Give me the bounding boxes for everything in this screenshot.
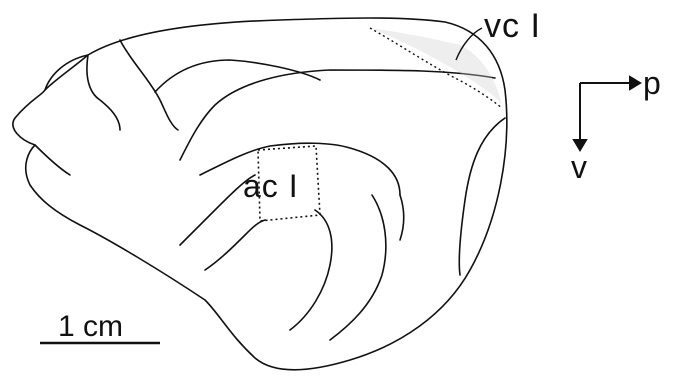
- vc1-label: vc I: [484, 7, 541, 45]
- posterior-label: p: [643, 65, 661, 101]
- temporal-sulcus-lower: [205, 220, 265, 270]
- posterior-arrowhead: [630, 77, 640, 89]
- intraparietal-sulcus: [180, 70, 495, 160]
- frontal-sulcus: [87, 55, 120, 130]
- inferior-sulcus: [330, 195, 386, 340]
- ac1-label: ac I: [243, 168, 299, 204]
- vc1-shading: [370, 28, 502, 105]
- orientation-indicator: [574, 77, 640, 150]
- lateral-sulcus-upper: [200, 143, 400, 195]
- ventral-label: v: [571, 149, 587, 185]
- orbital-sulcus: [35, 145, 70, 175]
- central-sulcus: [120, 40, 178, 130]
- upper-sulcus: [155, 60, 320, 92]
- lateral-sulcus-tail: [400, 195, 404, 240]
- vc1-region: [370, 28, 502, 108]
- scale-bar-label: 1 cm: [58, 310, 123, 343]
- frontal-pole-contour: [45, 55, 88, 90]
- temporal-sulcus-curve: [290, 210, 332, 330]
